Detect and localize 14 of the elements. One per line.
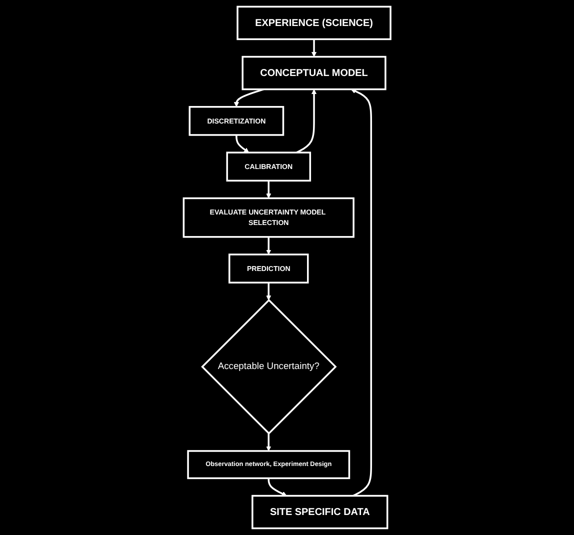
arrow [266, 180, 272, 198]
arrow [266, 433, 272, 452]
node-box: EXPERIENCE (SCIENCE) [236, 6, 392, 40]
arrow [266, 236, 272, 255]
node-diamond: Acceptable Uncertainty? [200, 298, 337, 435]
node-box: CONCEPTUAL MODEL [242, 56, 386, 90]
arrow [268, 478, 287, 496]
arrow [311, 39, 316, 57]
node-box: SITE SPECIFIC DATA [251, 494, 388, 530]
arrow [235, 134, 249, 153]
arrow [266, 282, 272, 300]
arrow [296, 89, 316, 154]
arrow [234, 88, 264, 108]
arrow [350, 88, 372, 497]
